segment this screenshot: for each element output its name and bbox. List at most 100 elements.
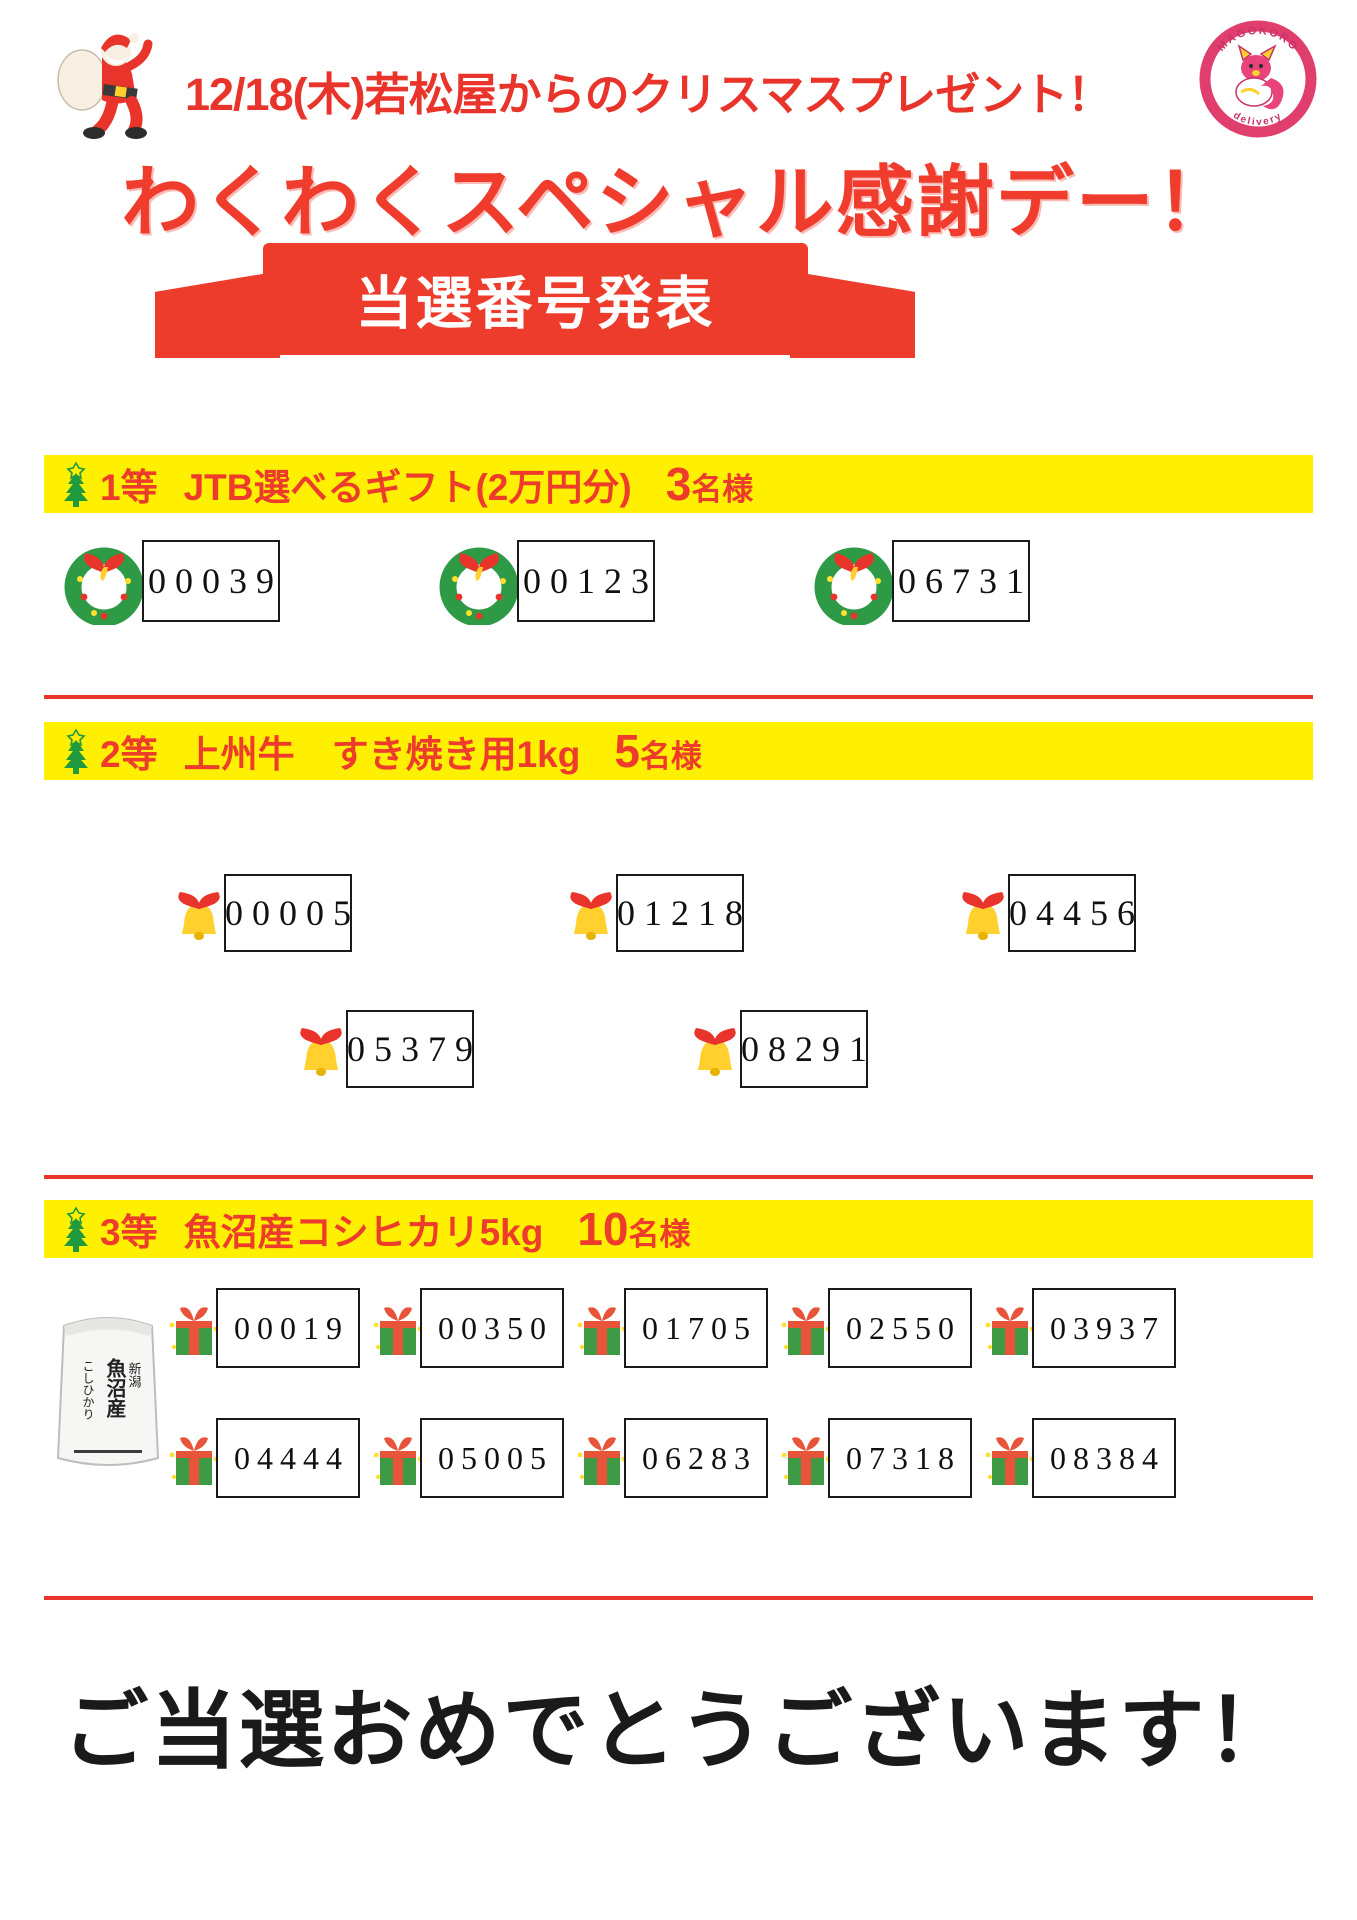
christmas-gift-icon xyxy=(577,1437,627,1485)
prize-bar-3: 3等 魚沼産コシヒカリ5kg 10名様 xyxy=(44,1200,1313,1258)
christmas-gift-icon xyxy=(169,1307,219,1355)
page-title: 12/18(木)若松屋からのクリスマスプレゼント！ xyxy=(185,69,1112,120)
ribbon-label: 当選番号発表 xyxy=(355,272,716,336)
winning-number: 00123 xyxy=(517,540,655,622)
prize-section-3: 3等 魚沼産コシヒカリ5kg 10名様 00019 xyxy=(0,1200,1357,1498)
winning-number-cell: 04444 xyxy=(168,1418,360,1498)
christmas-wreath-icon xyxy=(64,547,144,625)
winning-number: 05379 xyxy=(346,1010,474,1088)
winning-number-cell: 06283 xyxy=(576,1418,768,1498)
winning-number: 03937 xyxy=(1032,1288,1176,1368)
prize-rank-3: 3等 xyxy=(100,1212,158,1253)
winning-number-cell: 00019 xyxy=(168,1288,360,1368)
section-divider-2 xyxy=(44,1175,1313,1179)
prize-rank-1: 1等 xyxy=(100,467,158,508)
winning-number: 08291 xyxy=(740,1010,868,1088)
christmas-tree-icon xyxy=(64,728,88,774)
winning-number: 08384 xyxy=(1032,1418,1176,1498)
prize-count-number-2: 5 xyxy=(614,725,640,777)
ribbon-tail-right xyxy=(790,271,915,358)
winning-number-cell: 08384 xyxy=(984,1418,1176,1498)
christmas-bell-icon xyxy=(962,892,1004,940)
winning-number: 01218 xyxy=(616,874,744,952)
header: 12/18(木)若松屋からのクリスマスプレゼント！ MAGOKORO deliv… xyxy=(0,0,1357,150)
magokoro-delivery-logo: MAGOKORO delivery xyxy=(1199,20,1317,138)
winning-number: 02550 xyxy=(828,1288,972,1368)
winning-number-row-2-2: 05379 08291 xyxy=(290,1010,868,1088)
christmas-bell-icon xyxy=(694,1028,736,1076)
winning-number-cell: 06731 xyxy=(810,537,1030,625)
christmas-gift-icon xyxy=(373,1307,423,1355)
rice-bag-line2: 魚沼産 xyxy=(103,1357,126,1419)
christmas-wreath-icon xyxy=(814,547,894,625)
prize-count-1: 3名様 xyxy=(666,457,754,511)
winning-number: 00019 xyxy=(216,1288,360,1368)
winning-number-cell: 08291 xyxy=(684,1010,868,1088)
christmas-tree-icon xyxy=(64,1206,88,1252)
main-title: わくわくスペシャル感謝デー！ xyxy=(121,158,1236,246)
prize-name-1: JTB選べるギフト(2万円分) xyxy=(183,467,632,508)
winning-number: 04444 xyxy=(216,1418,360,1498)
winning-number-cell: 01705 xyxy=(576,1288,768,1368)
section-divider-1 xyxy=(44,695,1313,699)
prize-section-1: 1等 JTB選べるギフト(2万円分) 3名様 00039 xyxy=(0,455,1357,625)
santa-claus-icon xyxy=(57,33,153,139)
rice-bag-image: 新潟 魚沼産 こしひかり xyxy=(56,1317,160,1466)
christmas-bell-icon xyxy=(178,892,220,940)
prize-count-3: 10名様 xyxy=(577,1202,690,1256)
winning-number-cell: 05379 xyxy=(290,1010,474,1088)
winning-number-row-3-1: 00019 00350 xyxy=(168,1288,1176,1368)
winning-number-cell: 01218 xyxy=(560,874,744,952)
congratulations-message: ご当選おめでとうございます！ xyxy=(62,1683,1295,1779)
winning-number: 04456 xyxy=(1008,874,1136,952)
prize-count-suffix-1: 名様 xyxy=(691,472,754,507)
winning-number-cell: 02550 xyxy=(780,1288,972,1368)
prize-count-2: 5名様 xyxy=(614,724,702,778)
prize-count-number-3: 10 xyxy=(577,1203,629,1255)
christmas-gift-icon xyxy=(985,1307,1035,1355)
prize-count-suffix-3: 名様 xyxy=(628,1217,691,1252)
christmas-bell-icon xyxy=(300,1028,342,1076)
winning-number-row-2-1: 00005 01218 04456 xyxy=(168,874,1136,952)
ribbon-body: 当選番号発表 xyxy=(263,243,808,355)
winning-number: 05005 xyxy=(420,1418,564,1498)
winning-number: 00005 xyxy=(224,874,352,952)
winning-number-cell: 04456 xyxy=(952,874,1136,952)
winning-number-cell: 00123 xyxy=(435,537,655,625)
winning-number-cell: 05005 xyxy=(372,1418,564,1498)
rice-bag-line3: こしひかり xyxy=(81,1360,95,1420)
winning-number-row-3-2: 04444 05005 xyxy=(168,1418,1176,1498)
winning-number: 07318 xyxy=(828,1418,972,1498)
ribbon-banner: 当選番号発表 xyxy=(155,243,915,358)
christmas-tree-icon xyxy=(64,461,88,507)
christmas-bell-icon xyxy=(570,892,612,940)
winning-number-cell: 07318 xyxy=(780,1418,972,1498)
winning-number-cell: 00350 xyxy=(372,1288,564,1368)
winning-number: 00350 xyxy=(420,1288,564,1368)
christmas-wreath-icon xyxy=(439,547,519,625)
prize-bar-2: 2等 上州牛 すき焼き用1kg 5名様 xyxy=(44,722,1313,780)
winning-number: 01705 xyxy=(624,1288,768,1368)
winning-number: 06731 xyxy=(892,540,1030,622)
christmas-gift-icon xyxy=(985,1437,1035,1485)
winning-number: 06283 xyxy=(624,1418,768,1498)
prize-bar-1: 1等 JTB選べるギフト(2万円分) 3名様 xyxy=(44,455,1313,513)
prize-rank-2: 2等 xyxy=(100,734,158,775)
winning-number-cell: 03937 xyxy=(984,1288,1176,1368)
christmas-gift-icon xyxy=(169,1437,219,1485)
winning-number-cell: 00039 xyxy=(60,537,280,625)
winning-number-row-1-1: 00039 00123 xyxy=(60,537,1030,625)
christmas-gift-icon xyxy=(781,1307,831,1355)
prize-count-suffix-2: 名様 xyxy=(639,739,702,774)
prize-name-3: 魚沼産コシヒカリ5kg xyxy=(183,1212,544,1253)
prize-name-2: 上州牛 すき焼き用1kg xyxy=(183,734,581,775)
prize-count-number-1: 3 xyxy=(665,458,692,510)
prize-section-2: 2等 上州牛 すき焼き用1kg 5名様 00005 01218 xyxy=(0,722,1357,1088)
winning-number: 00039 xyxy=(142,540,280,622)
rice-bag-line1: 新潟 xyxy=(127,1361,142,1388)
christmas-gift-icon xyxy=(781,1437,831,1485)
christmas-gift-icon xyxy=(373,1437,423,1485)
winning-number-cell: 00005 xyxy=(168,874,352,952)
ribbon-tail-left xyxy=(155,271,280,358)
